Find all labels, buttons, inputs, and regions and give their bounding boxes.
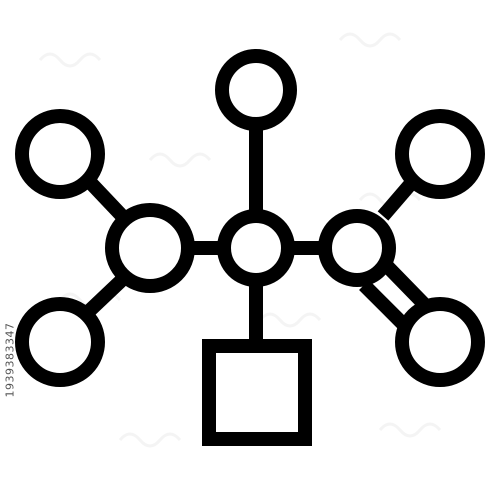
bond-upper-left [82,175,130,223]
atom-center [217,209,295,287]
molecule-atoms [15,49,485,446]
square-atom [202,339,312,446]
bond-lower-left [81,272,129,320]
atom-lower-left [15,297,105,387]
atom-top [215,49,297,131]
atom-right [318,209,396,287]
bond-double-b [380,260,430,309]
atom-upper-right [395,109,485,199]
bond-double-a [359,280,409,330]
atom-lower-right [395,297,485,387]
atom-upper-left [15,109,105,199]
watermark-id: 1939383347 [3,300,17,420]
atom-left [105,203,195,293]
watermark-id-text: 1939383347 [3,322,17,398]
